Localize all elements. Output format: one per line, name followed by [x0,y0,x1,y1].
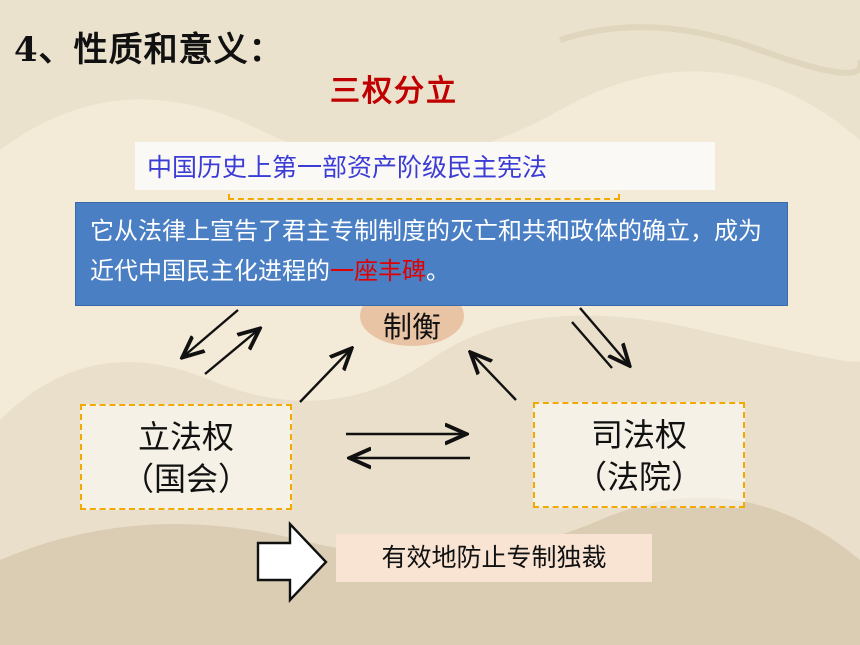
checks-balances-label: 制衡 [382,310,441,344]
significance-highlight: 一座丰碑 [330,257,426,285]
result-label: 有效地防止专制独裁 [336,534,652,582]
first-constitution-banner: 中国历史上第一部资产阶级民主宪法 [135,142,715,190]
significance-end: 。 [426,257,450,285]
significance-banner: 它从法律上宣告了君主专制制度的灭亡和共和政体的确立，成为近代中国民主化进程的一座… [75,202,788,306]
significance-text: 它从法律上宣告了君主专制制度的灭亡和共和政体的确立，成为近代中国民主化进程的 [90,217,762,285]
legislative-body-label: （国会） [121,460,250,498]
legislative-power-box: 立法权 （国会） [80,404,292,510]
legislative-power-label: 立法权 [137,418,234,456]
slide-subtitle: 三权分立 [330,74,458,109]
judicial-body-label: （法院） [574,458,703,496]
judicial-power-label: 司法权 [590,416,687,454]
slide-heading: 4、性质和意义： [14,30,284,70]
judicial-power-box: 司法权 （法院） [533,402,745,508]
